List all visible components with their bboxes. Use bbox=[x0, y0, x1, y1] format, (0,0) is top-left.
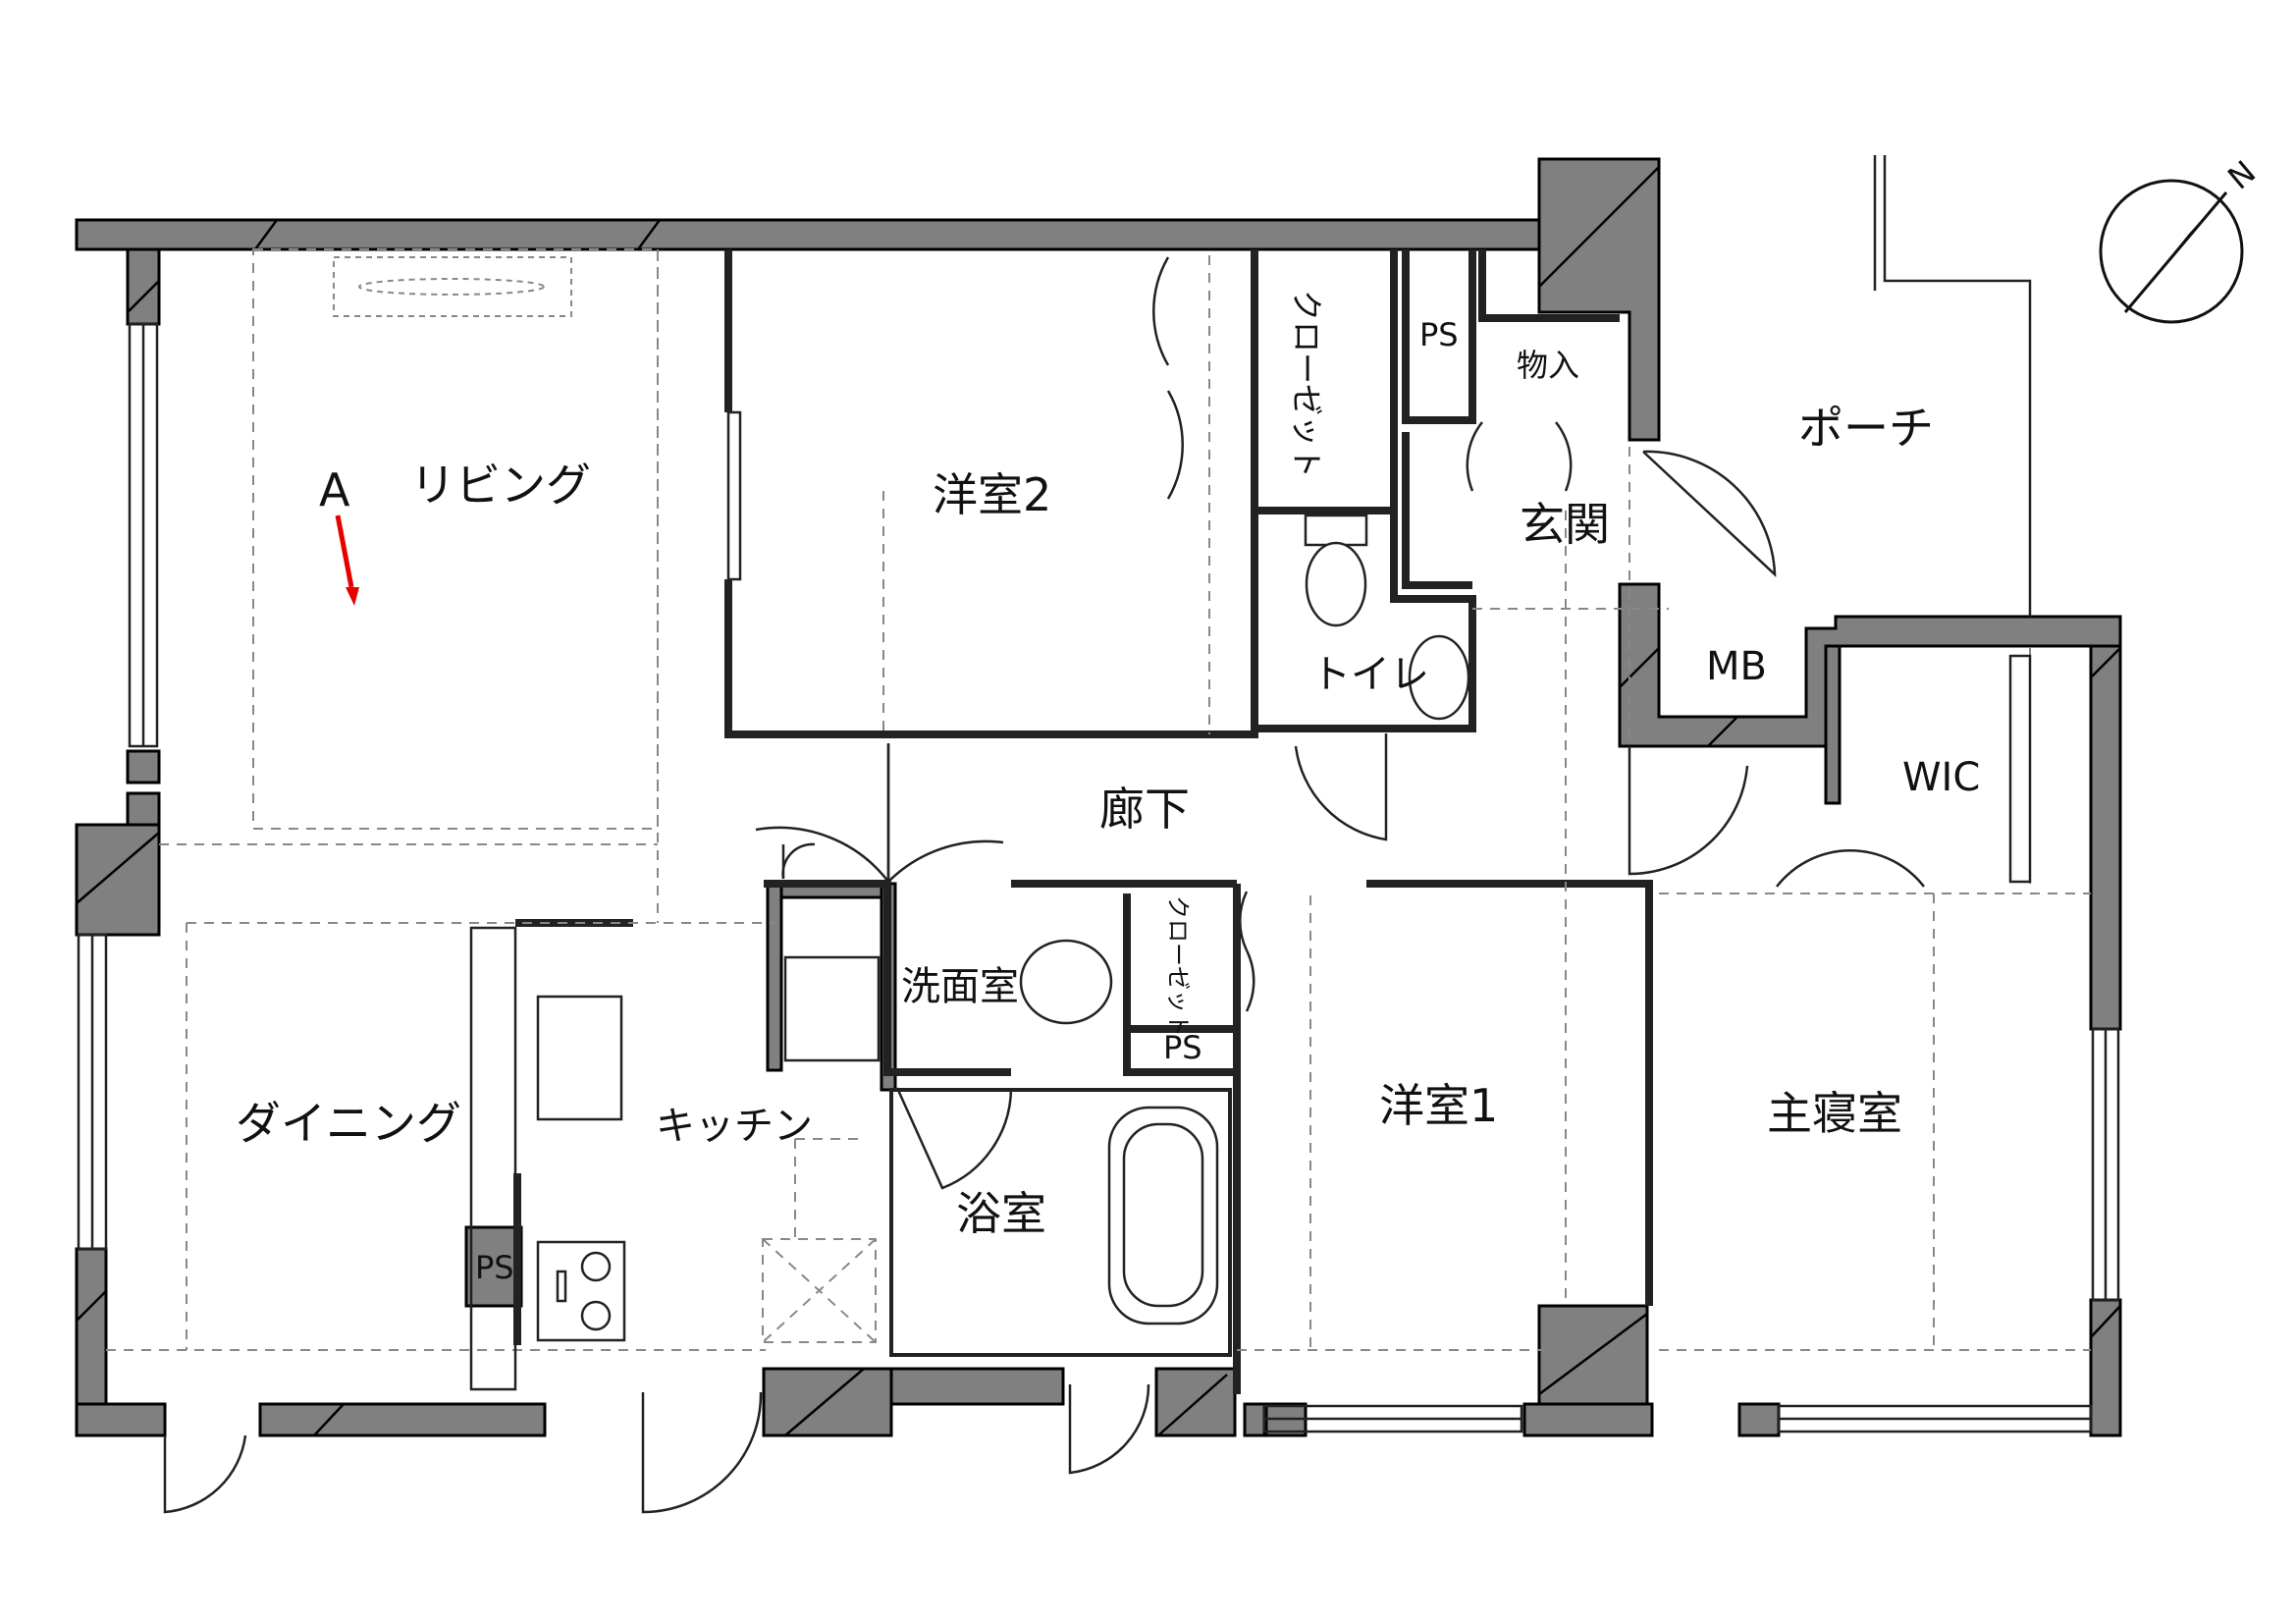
room-label-entrance: 玄関 bbox=[1520, 498, 1610, 551]
room-labels: リビング ダイニング キッチン 洋室2 洋室1 主寝室 廊下 玄関 ポーチ トイ… bbox=[236, 290, 1980, 1286]
room-label-wic: WIC bbox=[1902, 755, 1980, 800]
fixtures bbox=[333, 256, 1470, 1391]
viewpoint-label: A bbox=[319, 463, 350, 516]
doors bbox=[163, 256, 1925, 1514]
room-label-western1: 洋室1 bbox=[1379, 1079, 1498, 1132]
room-label-porch: ポーチ bbox=[1798, 402, 1934, 455]
room-label-bathroom: 浴室 bbox=[956, 1187, 1046, 1240]
compass-ring-icon bbox=[2099, 179, 2244, 324]
room-label-hallway: 廊下 bbox=[1099, 783, 1190, 836]
wall-hatch bbox=[76, 166, 2121, 1436]
room-label-mb: MB bbox=[1706, 644, 1767, 689]
ceiling-lines bbox=[106, 248, 2091, 1355]
north-label: N bbox=[2220, 153, 2263, 196]
walls bbox=[75, 157, 2122, 1437]
room-label-closet-b: クローゼット bbox=[1164, 895, 1192, 1037]
viewpoint-arrowhead-icon bbox=[346, 587, 359, 606]
room-label-kitchen: キッチン bbox=[656, 1104, 813, 1149]
room-label-washroom: 洗面室 bbox=[901, 964, 1019, 1009]
compass: N bbox=[2099, 153, 2263, 324]
room-label-western2: 洋室2 bbox=[933, 468, 1051, 521]
room-label-ps-mid: PS bbox=[1163, 1029, 1202, 1066]
room-label-ps-kitchen: PS bbox=[475, 1249, 514, 1286]
viewpoint-marker: A bbox=[319, 463, 359, 606]
room-label-storage: 物入 bbox=[1517, 347, 1579, 384]
room-label-ps-top: PS bbox=[1419, 316, 1459, 353]
room-label-toilet: トイレ bbox=[1311, 652, 1429, 697]
partitions bbox=[513, 249, 1653, 1394]
room-label-living: リビング bbox=[410, 459, 591, 512]
viewpoint-arrow-icon bbox=[335, 514, 354, 588]
room-label-dining: ダイニング bbox=[236, 1097, 461, 1150]
windows bbox=[77, 322, 2120, 1434]
room-label-closet-a: クローゼット bbox=[1288, 290, 1325, 478]
room-label-master: 主寝室 bbox=[1767, 1087, 1902, 1140]
porch-outline bbox=[1873, 155, 2032, 617]
